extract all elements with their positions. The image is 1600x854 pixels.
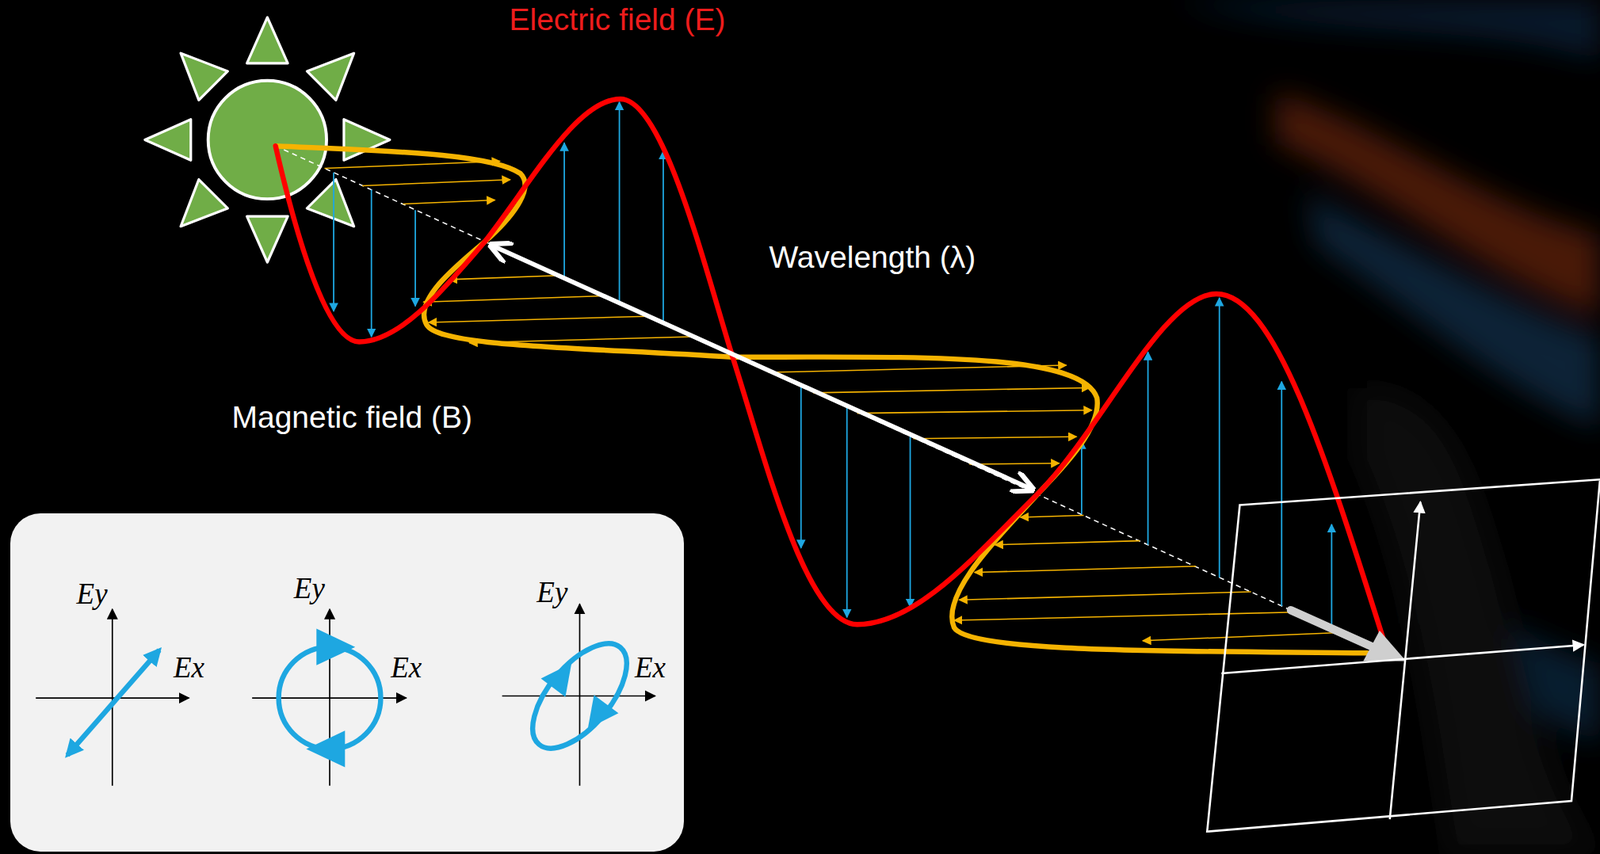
axis-label: Ex xyxy=(390,652,422,683)
wavelength-label: Wavelength (λ) xyxy=(769,240,977,275)
circular-polarization-plot xyxy=(252,609,406,787)
propagation-arrow xyxy=(1290,610,1407,661)
wavelength-arrow xyxy=(492,245,1032,489)
axis-label: Ey xyxy=(536,577,568,608)
axis-label: Ey xyxy=(76,579,108,609)
polarization-panel: EyEx EyEx EyEx xyxy=(10,513,684,852)
linear-polarization-plot xyxy=(35,609,189,787)
elliptical-polarization-plot xyxy=(502,603,656,786)
axis-label: Ex xyxy=(634,652,666,683)
axis-label: Ey xyxy=(294,573,325,604)
background-swirls xyxy=(1173,0,1600,854)
field-label: Magnetic field (B) xyxy=(232,400,473,436)
polarization-plots xyxy=(10,513,684,852)
axis-label: Ex xyxy=(173,652,205,683)
sun-source xyxy=(145,17,390,263)
field-label: Electric field (E) xyxy=(508,3,726,38)
observation-plane xyxy=(1206,479,1600,832)
